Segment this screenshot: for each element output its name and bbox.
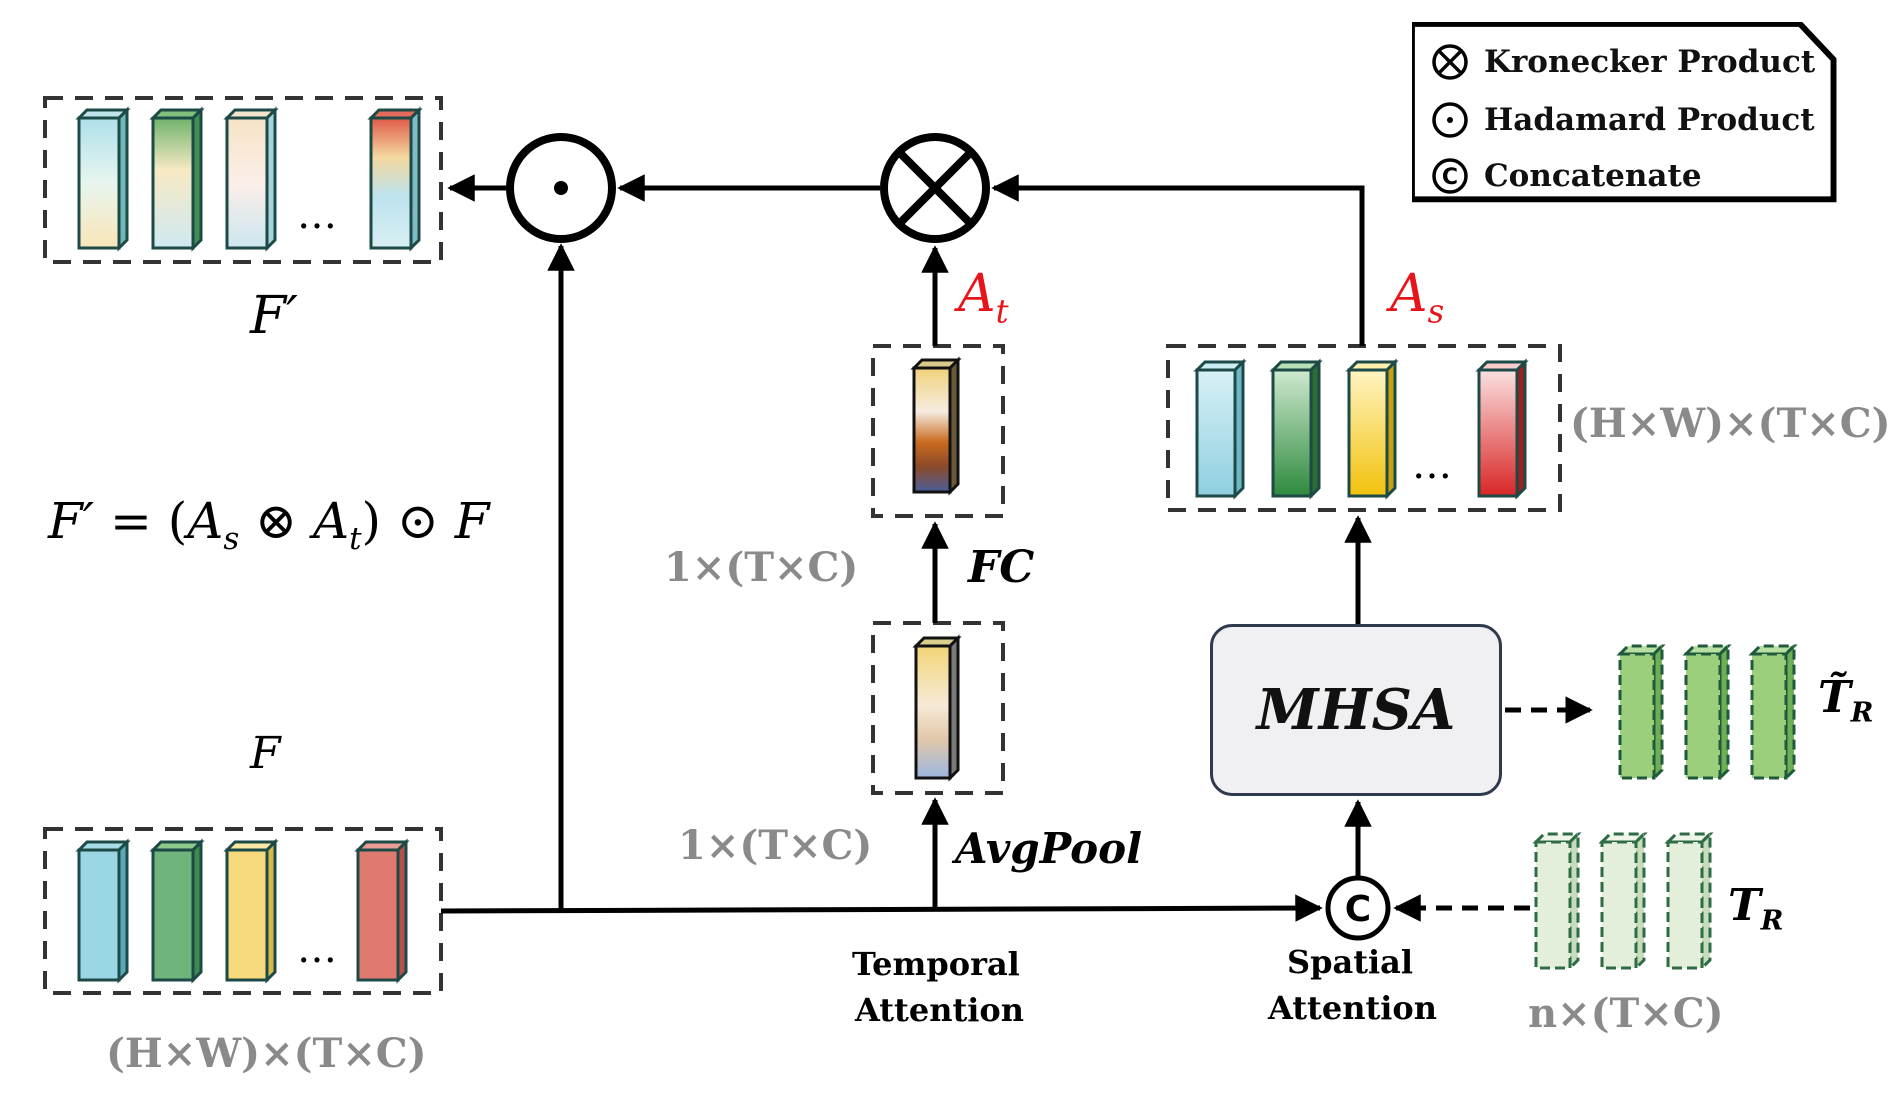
avgpool-group-box: [871, 621, 1005, 795]
svg-text:C: C: [1345, 889, 1371, 930]
tr-token-1: [1532, 830, 1582, 972]
as-shape-label: (H×W)×(T×C): [1570, 400, 1891, 447]
f-shape-label: (H×W)×(T×C): [106, 1030, 427, 1077]
mhsa-label: MHSA: [1256, 677, 1456, 743]
f-prime-bar-4: [367, 106, 423, 252]
temporal-attention-label-line2: Attention: [855, 991, 1024, 1029]
arrow-as-to-kronecker: [991, 174, 1365, 346]
arrows: [440, 174, 1593, 922]
legend-concatenate-label: Concatenate: [1484, 158, 1702, 194]
kronecker-icon: [1432, 44, 1468, 80]
as-bar-4: [1475, 358, 1529, 500]
legend-kronecker-label: Kronecker Product: [1484, 44, 1816, 80]
at-bar: [910, 356, 962, 496]
legend-row-concatenate: C Concatenate: [1430, 156, 1702, 196]
tr-token-2: [1598, 830, 1648, 972]
equation: F′ = (As ⊗ At) ⊙ F: [48, 492, 490, 557]
f-prime-bar-1: [75, 106, 131, 252]
hadamard-operator: [506, 133, 616, 243]
kronecker-operator: [880, 133, 990, 243]
fc-shape-label: 1×(T×C): [664, 544, 859, 591]
f-prime-group-box: [43, 96, 443, 264]
legend-hadamard-label: Hadamard Product: [1484, 102, 1815, 138]
avgpool-label: AvgPool: [955, 824, 1143, 873]
legend-row-kronecker: Kronecker Product: [1430, 42, 1815, 82]
tr-token-3: [1664, 830, 1714, 972]
tilde-tr-token-1: [1616, 642, 1666, 782]
f-bar-4: [354, 838, 410, 984]
hadamard-icon: [1432, 102, 1468, 138]
tilde-tr-token-3: [1748, 642, 1798, 782]
temporal-attention-label-line1: Temporal: [852, 945, 1020, 983]
as-bar-3: [1345, 358, 1399, 500]
concatenate-icon: C: [1432, 158, 1468, 194]
fc-label: FC: [968, 542, 1035, 593]
legend-frame: [1412, 22, 1837, 203]
as-bar-1: [1193, 358, 1247, 500]
f-group-box: [43, 827, 443, 995]
tokens-shape-label: n×(T×C): [1528, 990, 1724, 1037]
concatenate-operator: C: [1325, 875, 1391, 941]
as-bar-2: [1269, 358, 1323, 500]
at-group-box: [871, 344, 1005, 518]
f-label: F: [250, 728, 281, 779]
f-bar-3: [223, 838, 279, 984]
spatial-attention-label-line1: Spatial: [1287, 943, 1414, 981]
svg-text:C: C: [1442, 165, 1458, 190]
f-prime-bar-3: [223, 106, 279, 252]
line-f-main: [440, 894, 1323, 922]
tr-label: TR: [1728, 880, 1784, 937]
tilde-tr-token-2: [1682, 642, 1732, 782]
f-prime-ellipsis: …: [297, 192, 337, 238]
avgpool-shape-label: 1×(T×C): [678, 822, 873, 869]
f-bar-1: [75, 838, 131, 984]
legend-row-hadamard: Hadamard Product: [1430, 100, 1815, 140]
legend: Kronecker Product Hadamard Product C Con…: [1412, 22, 1838, 204]
mhsa-block: MHSA: [1210, 624, 1502, 796]
f-ellipsis: …: [297, 926, 337, 972]
spatial-attention-label-line2: Attention: [1268, 989, 1437, 1027]
f-bar-2: [149, 838, 205, 984]
as-label: As: [1390, 264, 1445, 331]
at-label: At: [958, 264, 1009, 331]
as-ellipsis: …: [1412, 442, 1452, 488]
avgpool-bar: [912, 634, 962, 782]
f-prime-label: F′: [250, 286, 298, 346]
f-prime-bar-2: [149, 106, 205, 252]
tilde-tr-label: T̃R: [1818, 672, 1874, 729]
